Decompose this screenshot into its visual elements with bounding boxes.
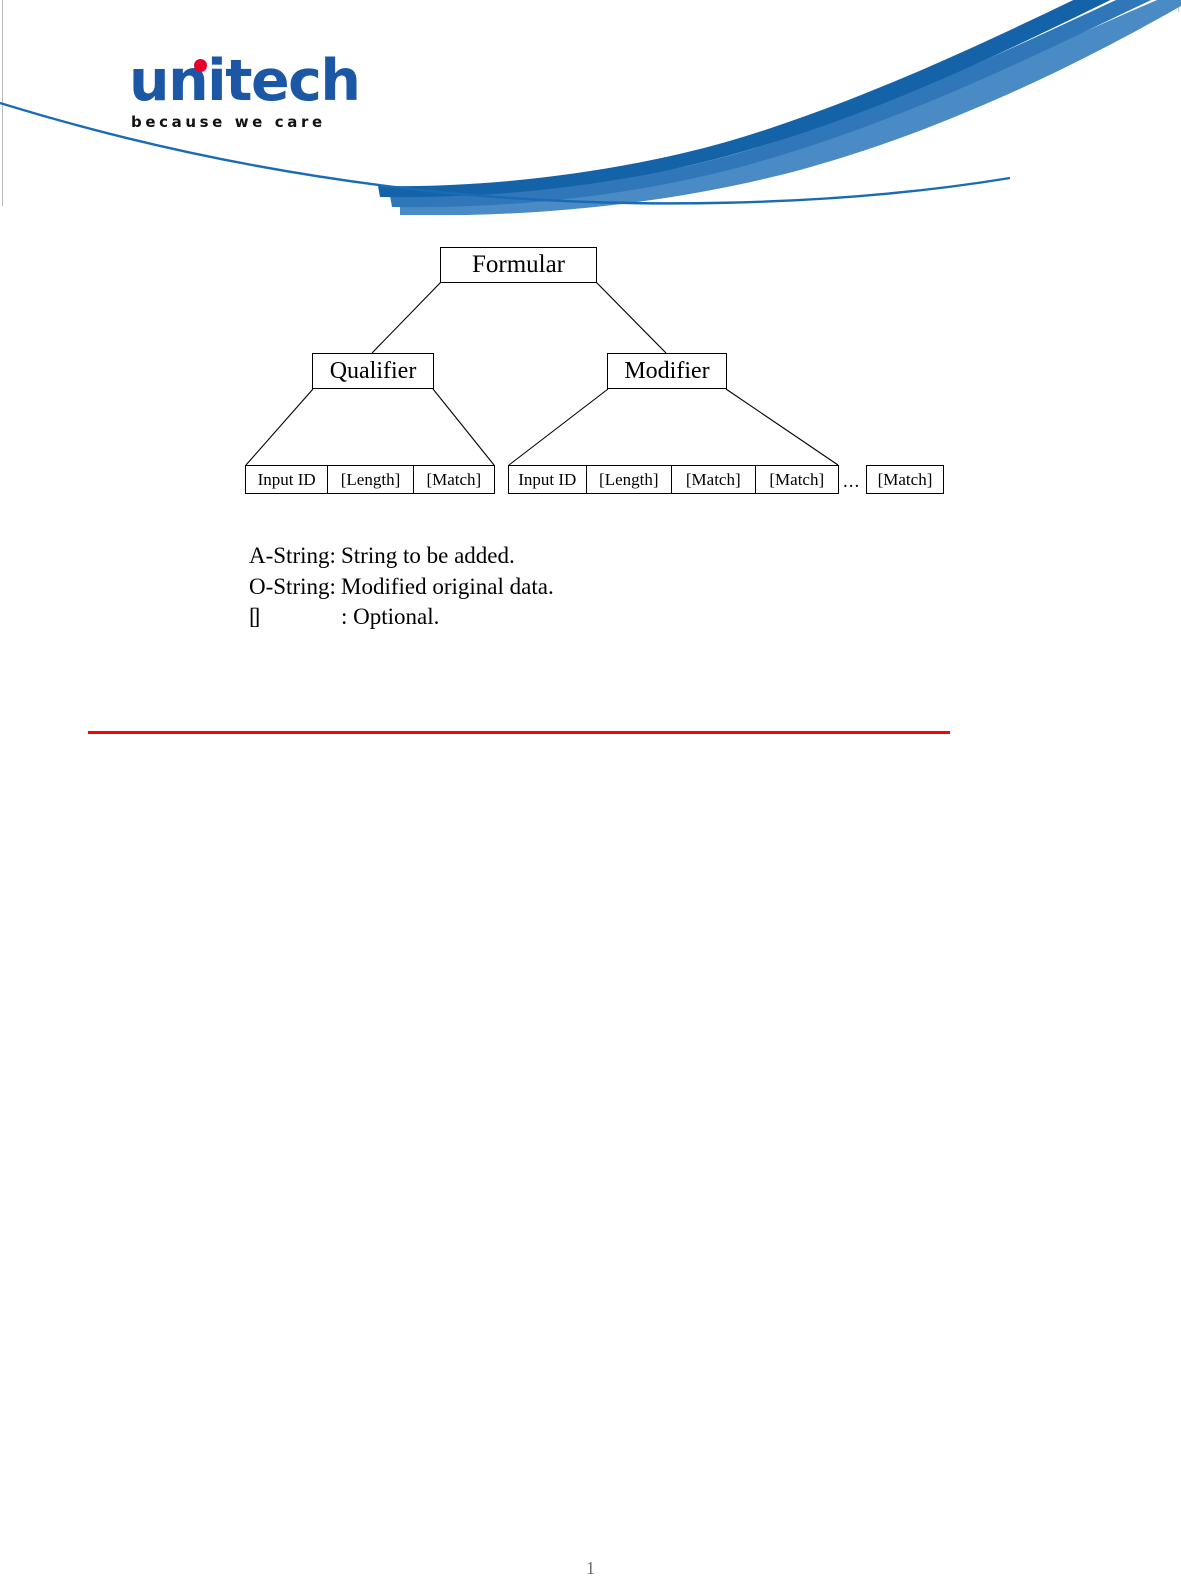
legend-term: A-String: [249, 543, 336, 568]
legend-definition: Modified original data. [341, 573, 554, 599]
red-dot-icon [194, 59, 207, 72]
swoosh-mid-band [390, 0, 1152, 208]
leaf-cell: [Length] [328, 466, 414, 493]
leaf-cell: [Match] [672, 466, 756, 493]
node-qualifier: Qualifier [312, 353, 434, 389]
legend-definition: String to be added. [341, 543, 515, 568]
unitech-logo: unitech because we care [129, 50, 429, 145]
legend-row: O-String:Modified original data. [249, 572, 554, 603]
swoosh-thin-line [0, 101, 1011, 205]
connector-formular-qualifier [371, 281, 442, 354]
leaf-cell: [Match] [877, 469, 933, 489]
legend-definition: : Optional. [341, 604, 440, 629]
modifier-leaf-row: Input ID [Length] [Match] [Match] [508, 465, 839, 494]
leaf-cell: Input ID [509, 466, 587, 493]
node-formular: Formular [440, 247, 597, 283]
connector-formular-modifier [595, 281, 667, 354]
page-number: 1 [586, 1558, 595, 1576]
connector-modifier-right [725, 388, 839, 466]
leaf-cell: [Match] [769, 469, 825, 489]
legend-term: O-String: [249, 573, 336, 599]
swoosh-light-band [400, 0, 1181, 215]
ellipsis-separator: ... [843, 471, 861, 492]
modifier-trailing-leaf-box: [Match] [866, 465, 944, 494]
qualifier-leaf-row: Input ID [Length] [Match] [245, 465, 495, 494]
logo-wordmark: unitech [129, 48, 361, 114]
footer-divider-rule [88, 731, 950, 734]
legend-row: A-String:String to be added. [249, 541, 554, 572]
legend-row: [] : Optional. [249, 602, 554, 633]
connector-qualifier-right [432, 388, 495, 466]
legend-term: [] [249, 604, 260, 629]
connector-modifier-left [508, 388, 609, 466]
leaf-cell: [Length] [587, 466, 673, 493]
header-banner [0, 0, 1181, 215]
leaf-cell: Input ID [246, 466, 329, 493]
legend: A-String:String to be added. O-String:Mo… [249, 541, 554, 633]
node-modifier: Modifier [607, 353, 727, 389]
connector-qualifier-left [245, 388, 314, 466]
leaf-cell: [Match] [426, 469, 482, 489]
swoosh-dark-band [378, 0, 1111, 198]
logo-tagline: because we care [131, 113, 326, 131]
